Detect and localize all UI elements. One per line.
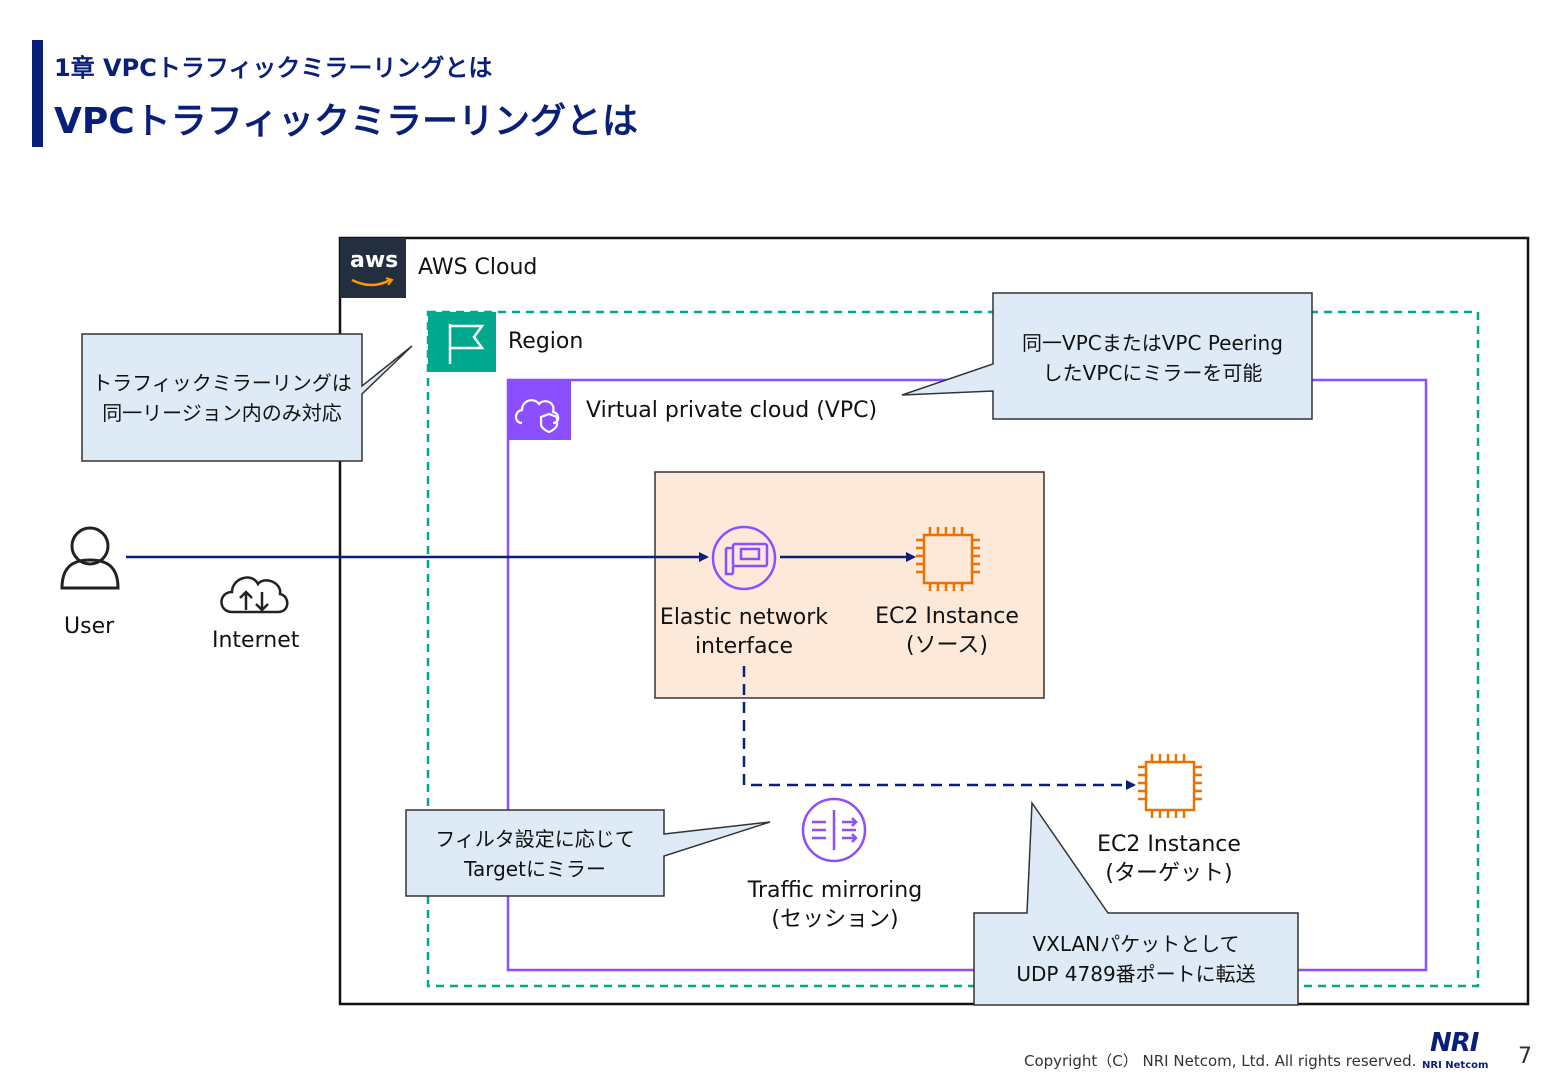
region-group [426,310,1480,988]
page-title: VPCトラフィックミラーリングとは [54,101,638,142]
ec2-target-icon [1138,754,1202,818]
region-callout [81,333,413,462]
vxlan-callout [973,800,1299,1006]
vpc-cloud-icon [514,399,560,434]
vpc-label: Virtual private cloud (VPC) [586,398,878,423]
eni-label: Elastic network interface [659,605,829,659]
vpc-callout-text: 同一VPCまたはVPC Peering したVPCにミラーを可能 [1022,331,1283,385]
vpc-callout [901,292,1313,420]
title-accent-bar [32,40,43,147]
vxlan-callout-text: VXLANパケットとして UDP 4789番ポートに転送 [1016,932,1256,986]
page-number: 7 [1518,1044,1532,1069]
region-callout-text: トラフィックミラーリングは 同一リージョン内のみ対応 [92,371,352,425]
ec2-source-icon [916,527,980,591]
traffic-mirroring-icon [801,797,867,863]
vpc-icon-box [508,380,571,440]
internet-cloud-icon [220,576,289,614]
region-label: Region [508,329,584,354]
nri-netcom-logo-text: NRI Netcom [1422,1060,1489,1071]
aws-cloud-label: AWS Cloud [418,255,538,280]
ec2-source-label: EC2 Instance (ソース) [875,604,1019,658]
copyright-text: Copyright（C） NRI Netcom, Ltd. All rights… [1024,1052,1417,1070]
traffic-mirroring-label: Traffic mirroring (セッション) [747,878,923,932]
subnet-area [654,471,1045,699]
aws-logo-box [340,238,406,298]
mirror-path-arrow [742,666,1136,790]
filter-callout [405,809,771,897]
chapter-heading: 1章 VPCトラフィックミラーリングとは [54,54,493,82]
filter-callout-text: フィルタ設定に応じて Targetにミラー [435,827,635,881]
aws-cloud-group [338,236,1530,1006]
internet-label: Internet [212,628,300,653]
user-icon [60,526,120,590]
ec2-target-label: EC2 Instance (ターゲット) [1097,832,1241,886]
eni-icon [711,525,777,591]
user-label: User [64,614,115,639]
aws-logo: aws [350,248,399,273]
aws-smile-icon [351,277,394,287]
nri-logo: NRI [1430,1028,1479,1058]
region-flag-box [428,312,496,372]
flag-icon [448,324,485,364]
